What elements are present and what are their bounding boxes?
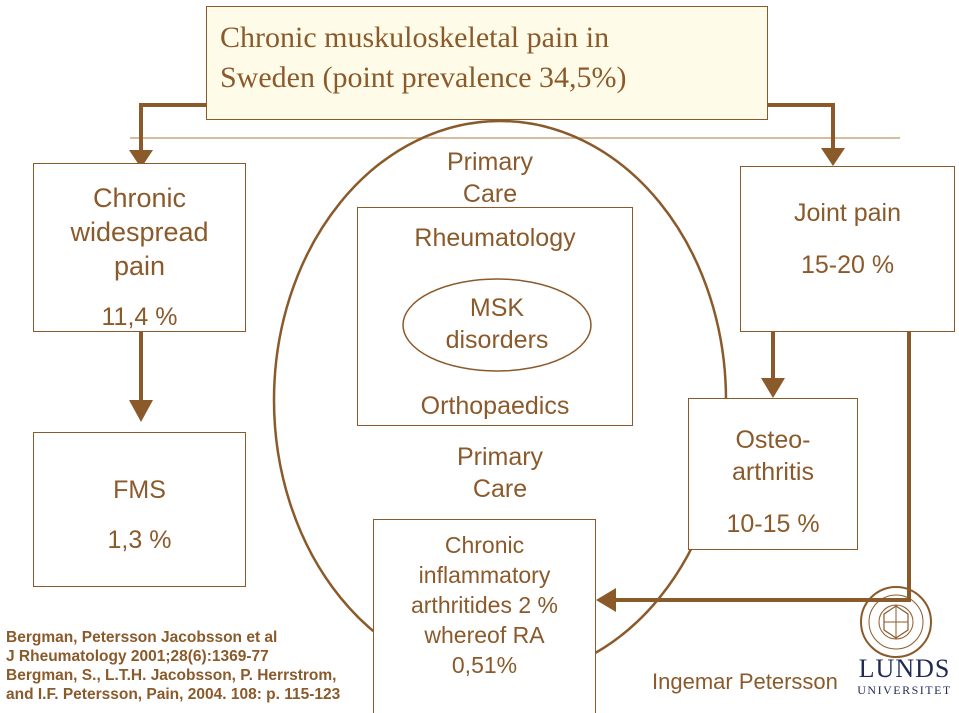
chronic-inflammatory-box (373, 519, 596, 713)
arrow-joint-to-inflammatory (612, 330, 911, 602)
arrowhead-osteo (761, 378, 785, 398)
title-line-2: Sweden (point prevalence 34,5%) (220, 61, 627, 94)
chronic-line-4: whereof RA (424, 622, 545, 648)
logo-line-1: LUNDS (858, 654, 951, 683)
reference-line-4: and I.F. Petersson, Pain, 2004. 108: p. … (6, 686, 341, 703)
reference-line-3: Bergman, S., L.T.H. Jacobsson, P. Herrst… (6, 667, 337, 684)
msk-line-1: MSK (469, 294, 525, 322)
chronic-line-3: arthritides 2 % (410, 592, 558, 618)
joint-pain-box (740, 166, 955, 332)
reference-line-1: Bergman, Petersson Jacobsson et al (6, 629, 278, 646)
specialist-box (357, 207, 633, 426)
widespread-pain-value: 11,4 % (101, 303, 178, 331)
widespread-line-1: Chronic (92, 183, 187, 213)
widespread-pain-box (33, 163, 246, 332)
references: Bergman, Petersson Jacobsson et al J Rhe… (6, 628, 376, 704)
orthopaedics-label: Orthopaedics (420, 392, 570, 420)
primary-care-bottom-line-2: Care (472, 475, 528, 503)
widespread-pain-label: Chronic widespread pain (33, 181, 246, 283)
chronic-inflammatory-label: Chronic inflammatory arthritides 2 % whe… (373, 530, 596, 680)
joint-pain-label: Joint pain (793, 199, 902, 227)
msk-ellipse (402, 278, 592, 372)
arrowhead-joint (821, 148, 845, 166)
osteo-line-1: Osteo- (735, 426, 811, 454)
arrowhead-fms (129, 400, 153, 422)
primary-care-bottom: Primary Care (400, 441, 600, 505)
primary-care-top-line-2: Care (462, 180, 518, 208)
osteoarthritis-label: Osteo- arthritis (688, 424, 858, 488)
arrowhead-inflammatory (596, 588, 616, 612)
fms-value: 1,3 % (107, 526, 172, 554)
osteoarthritis-value: 10-15 % (726, 510, 820, 538)
fms-label: FMS (113, 476, 166, 504)
osteo-line-2: arthritis (732, 458, 814, 486)
primary-care-top-line-1: Primary (446, 148, 534, 176)
arrow-title-to-joint (766, 103, 835, 160)
joint-pain-value: 15-20 % (800, 251, 895, 279)
widespread-line-2: widespread (70, 217, 209, 247)
arrowhead-widespread (129, 150, 153, 168)
author-name: Ingemar Petersson (652, 669, 838, 694)
title-box (206, 6, 768, 120)
primary-care-top: Primary Care (400, 146, 580, 210)
university-logo-text: LUNDS UNIVERSITET (852, 656, 957, 698)
chronic-line-1: Chronic (444, 532, 525, 558)
fms-box (33, 432, 246, 587)
arrow-title-to-widespread (139, 103, 206, 162)
rheumatology-label: Rheumatology (414, 224, 576, 252)
university-seal-icon (860, 586, 932, 658)
primary-care-bottom-line-1: Primary (456, 443, 544, 471)
page-title: Chronic muskuloskeletal pain in Sweden (… (220, 18, 740, 98)
title-line-1: Chronic muskuloskeletal pain in (220, 21, 610, 54)
msk-disorders-label: MSK disorders (403, 292, 591, 356)
reference-line-2: J Rheumatology 2001;28(6):1369-77 (6, 648, 269, 665)
chronic-line-2: inflammatory (418, 562, 551, 588)
chronic-line-5: 0,51% (451, 652, 518, 678)
osteoarthritis-box (688, 398, 858, 550)
msk-line-2: disorders (445, 326, 549, 354)
widespread-line-3: pain (113, 251, 166, 281)
logo-line-2: UNIVERSITET (857, 683, 952, 697)
